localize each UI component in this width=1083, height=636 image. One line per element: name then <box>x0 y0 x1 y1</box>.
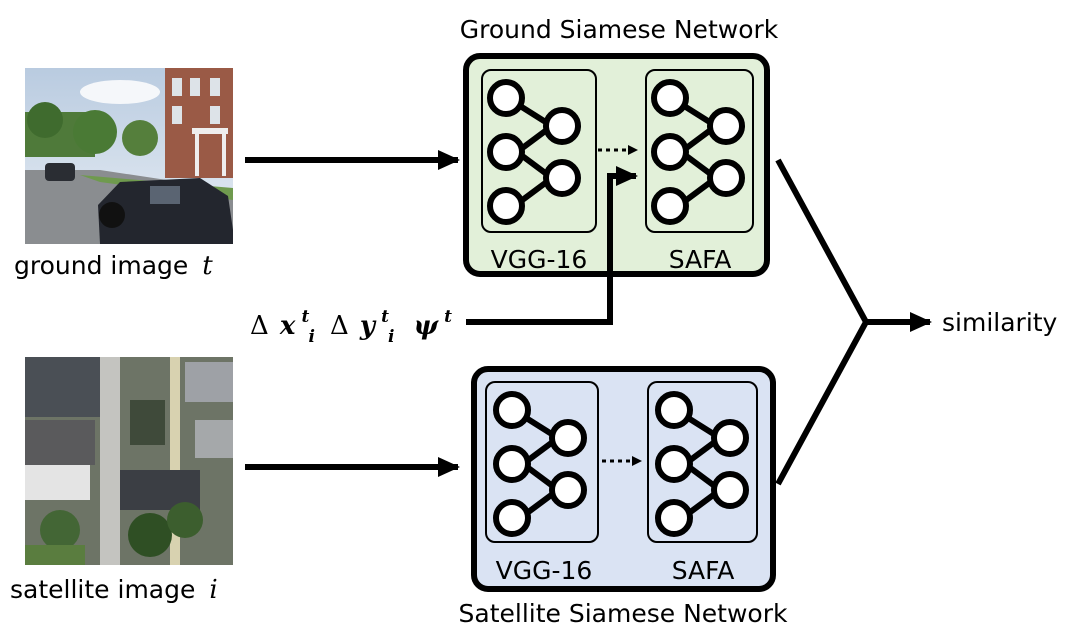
orientation-arrow <box>466 166 638 325</box>
ground-aggregator-label: SAFA <box>669 245 732 274</box>
svg-text:satellite image i: satellite image i <box>10 575 218 605</box>
satellite-network-title: Satellite Siamese Network <box>459 599 788 628</box>
svg-text:ground image t: ground image t <box>14 251 213 281</box>
ground-image-variable: t <box>202 251 213 281</box>
satellite-image-variable: i <box>209 575 217 605</box>
ground-image <box>25 68 233 244</box>
merge-lines <box>775 158 870 486</box>
orientation-formula: Δ x t i Δ y t i ψ t <box>250 307 452 347</box>
ground-image-label: ground image <box>14 251 188 280</box>
ground-network-title: Ground Siamese Network <box>460 15 779 44</box>
satellite-aggregator-box <box>647 381 758 543</box>
satellite-backbone-label: VGG-16 <box>496 556 593 585</box>
satellite-backbone-box <box>485 381 599 543</box>
similarity-label: similarity <box>942 308 1058 337</box>
satellite-aggregator-label: SAFA <box>672 556 735 585</box>
ground-backbone-label: VGG-16 <box>491 245 588 274</box>
satellite-image <box>25 357 233 565</box>
ground-aggregator-box <box>645 69 754 233</box>
ground-backbone-box <box>481 69 597 233</box>
satellite-image-label: satellite image <box>10 575 195 604</box>
